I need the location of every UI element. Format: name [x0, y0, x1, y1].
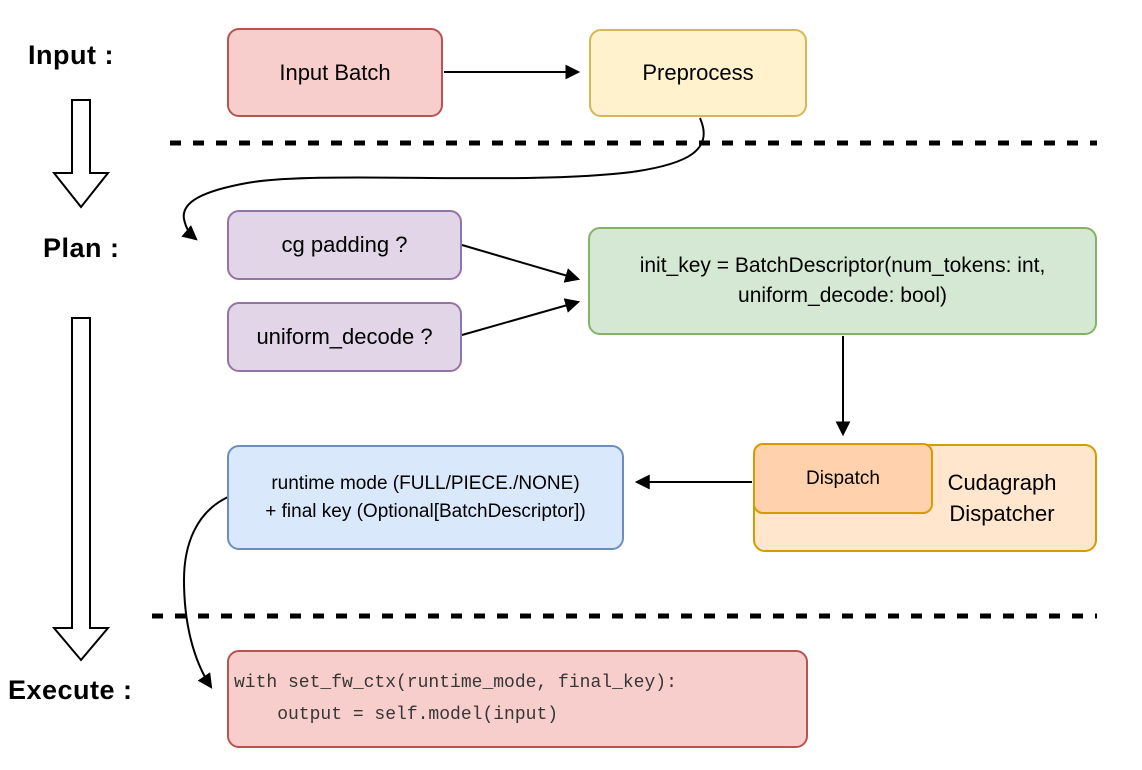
node-preprocess: Preprocess: [589, 29, 807, 117]
arrow-uniformdecode-to-initkey: [461, 298, 581, 336]
node-cg-padding: cg padding ?: [227, 210, 462, 280]
node-runtime-mode: runtime mode (FULL/PIECE./NONE) + final …: [227, 445, 624, 550]
node-input-batch: Input Batch: [227, 28, 443, 117]
node-cudagraph-dispatcher-line1: Cudagraph: [947, 470, 1057, 495]
node-execute-code-line2: output = self.model(input): [234, 705, 559, 725]
stage-arrow-plan-to-execute: [51, 317, 111, 662]
node-uniform-decode-label: uniform_decode ?: [256, 324, 433, 349]
arrow-cgpadding-to-initkey: [461, 244, 581, 283]
arrow-preprocess-to-cgpadding: [181, 117, 705, 241]
node-cudagraph-dispatcher-line2: Dispatcher: [949, 501, 1055, 526]
stage-label-execute: Execute :: [8, 675, 133, 705]
stage-label-input: Input :: [28, 40, 114, 70]
node-init-key-line1: init_key = BatchDescriptor(num_tokens: i…: [639, 254, 1046, 277]
node-execute-code-line1: with set_fw_ctx(runtime_mode, final_key)…: [234, 673, 677, 693]
node-init-key: init_key = BatchDescriptor(num_tokens: i…: [588, 227, 1097, 335]
node-runtime-mode-line1: runtime mode (FULL/PIECE./NONE): [271, 472, 580, 494]
node-dispatch: Dispatch: [753, 443, 933, 514]
stage-label-plan: Plan :: [43, 233, 120, 263]
node-cg-padding-label: cg padding ?: [281, 232, 408, 257]
node-runtime-mode-line2: + final key (Optional[BatchDescriptor]): [265, 500, 586, 522]
node-dispatch-label: Dispatch: [806, 467, 880, 489]
node-execute-code: with set_fw_ctx(runtime_mode, final_key)…: [227, 650, 808, 748]
arrow-runtimemode-to-execute: [182, 496, 229, 689]
node-input-batch-label: Input Batch: [279, 59, 391, 85]
node-init-key-line2: uniform_decode: bool): [738, 284, 947, 307]
stage-arrow-input-to-plan: [51, 99, 111, 209]
node-uniform-decode: uniform_decode ?: [227, 302, 462, 372]
node-preprocess-label: Preprocess: [642, 60, 754, 85]
